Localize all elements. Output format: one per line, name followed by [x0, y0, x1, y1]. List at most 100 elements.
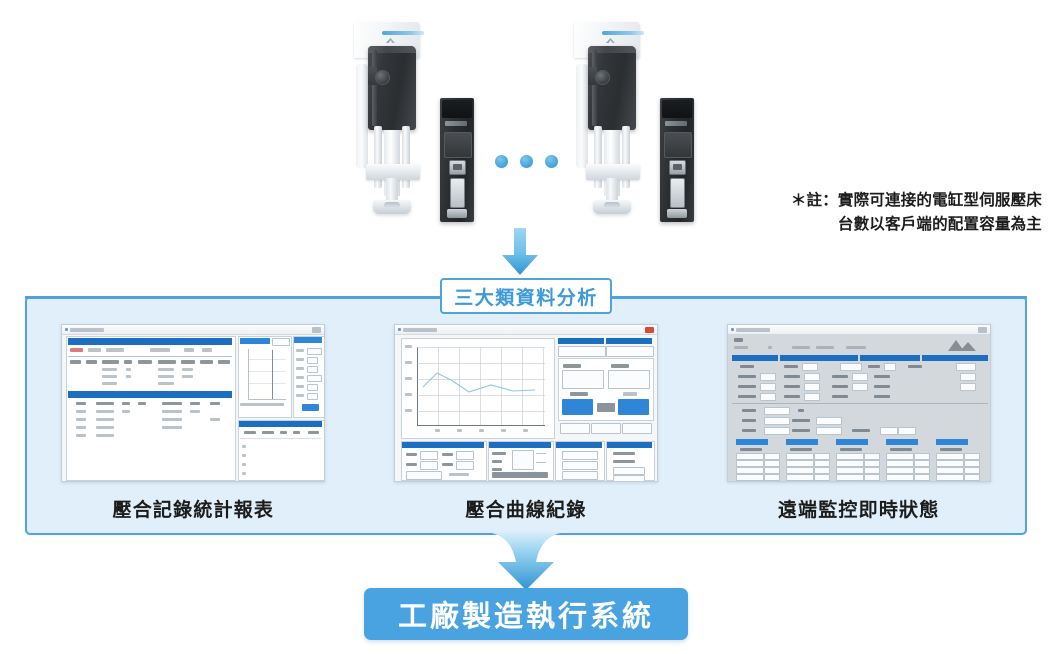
- settings-field[interactable]: [307, 393, 319, 400]
- column-header: [70, 360, 82, 364]
- servo-drive-display: [662, 100, 692, 118]
- menu-item[interactable]: [733, 338, 743, 342]
- field-input[interactable]: [419, 451, 438, 460]
- chart-x-tick: [456, 429, 462, 432]
- table-header-bar: [68, 338, 233, 345]
- toolbar-item[interactable]: [815, 346, 834, 349]
- toolbar-item[interactable]: [845, 346, 866, 349]
- servo-drive-port-icon: [449, 160, 466, 175]
- settings-field[interactable]: [307, 384, 319, 391]
- footnote: ＊註：實際可連接的電缸型伺服壓床 台數以客戶端的配置容量為主: [730, 188, 1042, 236]
- press-body-bevel: [368, 46, 416, 53]
- settings-field[interactable]: [307, 357, 319, 364]
- filter-chip[interactable]: [202, 348, 213, 352]
- status-cell: [885, 453, 914, 460]
- close-icon[interactable]: [312, 327, 322, 333]
- decrease-button[interactable]: [561, 399, 593, 415]
- action-button[interactable]: [561, 451, 598, 460]
- down-arrow-icon-bottom: [486, 532, 566, 590]
- table-cell: [76, 418, 87, 421]
- confirm-button[interactable]: [405, 471, 442, 480]
- screenshot-remote-monitor[interactable]: [726, 324, 991, 482]
- action-button[interactable]: [491, 472, 548, 478]
- settings-field[interactable]: [307, 375, 323, 382]
- filter-chip[interactable]: [106, 348, 125, 352]
- close-icon[interactable]: [644, 327, 654, 333]
- filter-chip[interactable]: [88, 348, 102, 352]
- filter-chip[interactable]: [150, 348, 171, 352]
- screenshot-report-table[interactable]: [61, 324, 326, 482]
- status-cell: [835, 474, 864, 481]
- status-cell: [835, 467, 864, 474]
- action-button[interactable]: [561, 461, 598, 470]
- ellipsis-dots-icon: [495, 155, 559, 169]
- mode-radio-option[interactable]: [557, 346, 606, 357]
- parameter-field[interactable]: [561, 370, 604, 389]
- field-input[interactable]: [455, 451, 474, 460]
- field-value: [759, 393, 776, 401]
- screenshot-curve-record[interactable]: [393, 324, 658, 482]
- settings-field[interactable]: [307, 366, 319, 373]
- field-label: [791, 429, 810, 432]
- close-icon[interactable]: [977, 327, 987, 333]
- field-label: [907, 365, 922, 368]
- action-button[interactable]: [612, 475, 645, 481]
- detail-cell: [242, 445, 247, 448]
- action-button[interactable]: [612, 467, 645, 475]
- field-input[interactable]: [511, 450, 534, 470]
- field-input[interactable]: [419, 461, 438, 470]
- status-cell: [963, 474, 980, 481]
- table-cell: [122, 410, 131, 413]
- radio-label[interactable]: [612, 452, 635, 455]
- analysis-panel-3: 遠端監控即時狀態: [714, 324, 1004, 522]
- section-title-label: 三大類資料分析: [454, 286, 598, 309]
- status-column-header: [885, 439, 918, 445]
- increase-button[interactable]: [617, 399, 649, 415]
- status-cell: [885, 460, 914, 467]
- status-column-header: [835, 439, 868, 445]
- chart-panel-header: [240, 338, 271, 344]
- field-value: [815, 417, 842, 425]
- servo-drive-logo-icon: [445, 121, 467, 126]
- section-header: [731, 355, 778, 361]
- action-button[interactable]: [559, 423, 590, 434]
- toolbar-icon[interactable]: [767, 346, 772, 349]
- footer-system-label: 工廠製造執行系統: [397, 599, 654, 633]
- window-title: [402, 327, 437, 332]
- field-input[interactable]: [455, 461, 474, 470]
- settings-field[interactable]: [307, 348, 323, 355]
- middle-button[interactable]: [596, 403, 615, 412]
- action-button[interactable]: [621, 423, 652, 434]
- column-header: [158, 360, 177, 364]
- toolbar-item[interactable]: [791, 346, 810, 349]
- section-title-box: 三大類資料分析: [440, 278, 612, 314]
- press-knob-icon: [595, 70, 610, 85]
- filter-chip[interactable]: [184, 348, 195, 352]
- window-titlebar: [394, 325, 657, 335]
- checkbox-label[interactable]: [448, 473, 469, 476]
- apply-button[interactable]: [302, 404, 320, 411]
- status-cell: [863, 453, 880, 460]
- filter-chip[interactable]: [70, 348, 84, 352]
- status-cell: [935, 474, 964, 481]
- table-cell: [76, 410, 87, 413]
- settings-label: [296, 385, 305, 388]
- analysis-panel-1: 壓合記錄統計報表: [48, 324, 338, 522]
- status-cell: [935, 460, 964, 467]
- table-cell: [122, 402, 131, 405]
- table-cell: [76, 402, 87, 405]
- status-cell: [885, 474, 914, 481]
- table-cell: [126, 375, 132, 378]
- window-titlebar: [62, 325, 325, 335]
- parameter-field[interactable]: [607, 370, 650, 389]
- table-cell: [190, 410, 201, 413]
- press-plate: [366, 164, 420, 180]
- mode-radio-option[interactable]: [605, 346, 654, 357]
- chart-gridline: [542, 347, 544, 425]
- chart-tab[interactable]: [272, 338, 291, 346]
- action-button[interactable]: [561, 471, 598, 480]
- radio-label[interactable]: [612, 460, 635, 463]
- status-row-label: [889, 448, 912, 451]
- detail-column-header: [293, 431, 301, 434]
- action-button[interactable]: [590, 423, 621, 434]
